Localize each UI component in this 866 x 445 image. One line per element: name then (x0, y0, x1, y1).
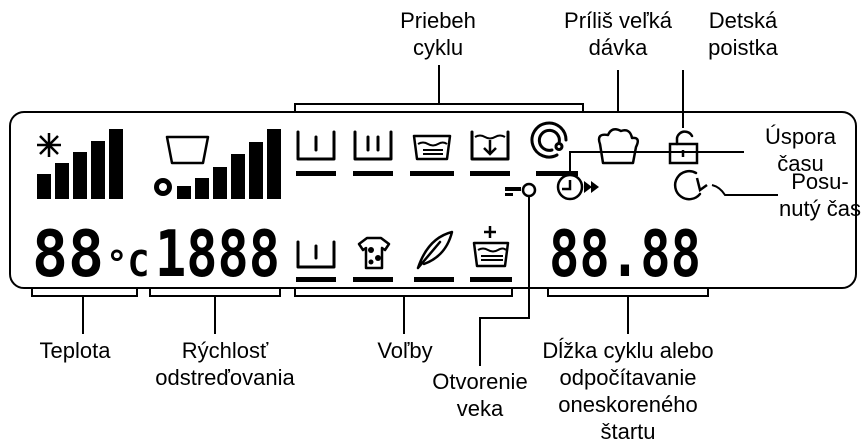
cycle-progress-bracket (294, 65, 584, 112)
rinse-icon (410, 134, 454, 176)
cold-snowflake-icon (37, 133, 61, 157)
spin-speed-level-bars (177, 129, 281, 199)
time-digits: 88.88 (549, 218, 701, 292)
temperature-digits: 88 (32, 218, 104, 292)
spin-icon (530, 121, 578, 176)
delayed-time-leader (711, 184, 778, 196)
lcd-panel-frame (9, 111, 857, 289)
label-delayed-time: Posu-nutý čas (779, 169, 861, 221)
easy-iron-option-icon (414, 230, 454, 282)
temperature-level-bars (37, 129, 123, 199)
time-saving-icon (556, 173, 599, 201)
cycle-length-bracket (547, 288, 709, 334)
stain-option-icon (353, 236, 393, 282)
lid-lock-icon (505, 182, 537, 198)
spin-speed-digits: 1888 (155, 218, 280, 292)
temperature-bracket (31, 288, 138, 334)
main-wash-icon (353, 130, 393, 176)
child-lock-icon (668, 130, 699, 165)
lid-open-leader (479, 197, 530, 366)
spin-speed-bracket (149, 288, 281, 334)
label-options: Voľby (377, 338, 433, 363)
label-temperature: Teplota (39, 338, 111, 363)
spin-tub-icon (165, 135, 210, 165)
drain-icon (470, 130, 510, 176)
delayed-start-icon (673, 169, 708, 201)
options-bracket (294, 288, 513, 334)
prewash-option-icon (296, 240, 336, 282)
prewash-icon (296, 130, 336, 176)
overload-icon (597, 127, 640, 165)
time-saving-leader (569, 151, 744, 175)
temperature-unit: °C (106, 244, 149, 285)
extra-rinse-option-icon (470, 226, 512, 282)
no-spin-icon (154, 178, 172, 196)
